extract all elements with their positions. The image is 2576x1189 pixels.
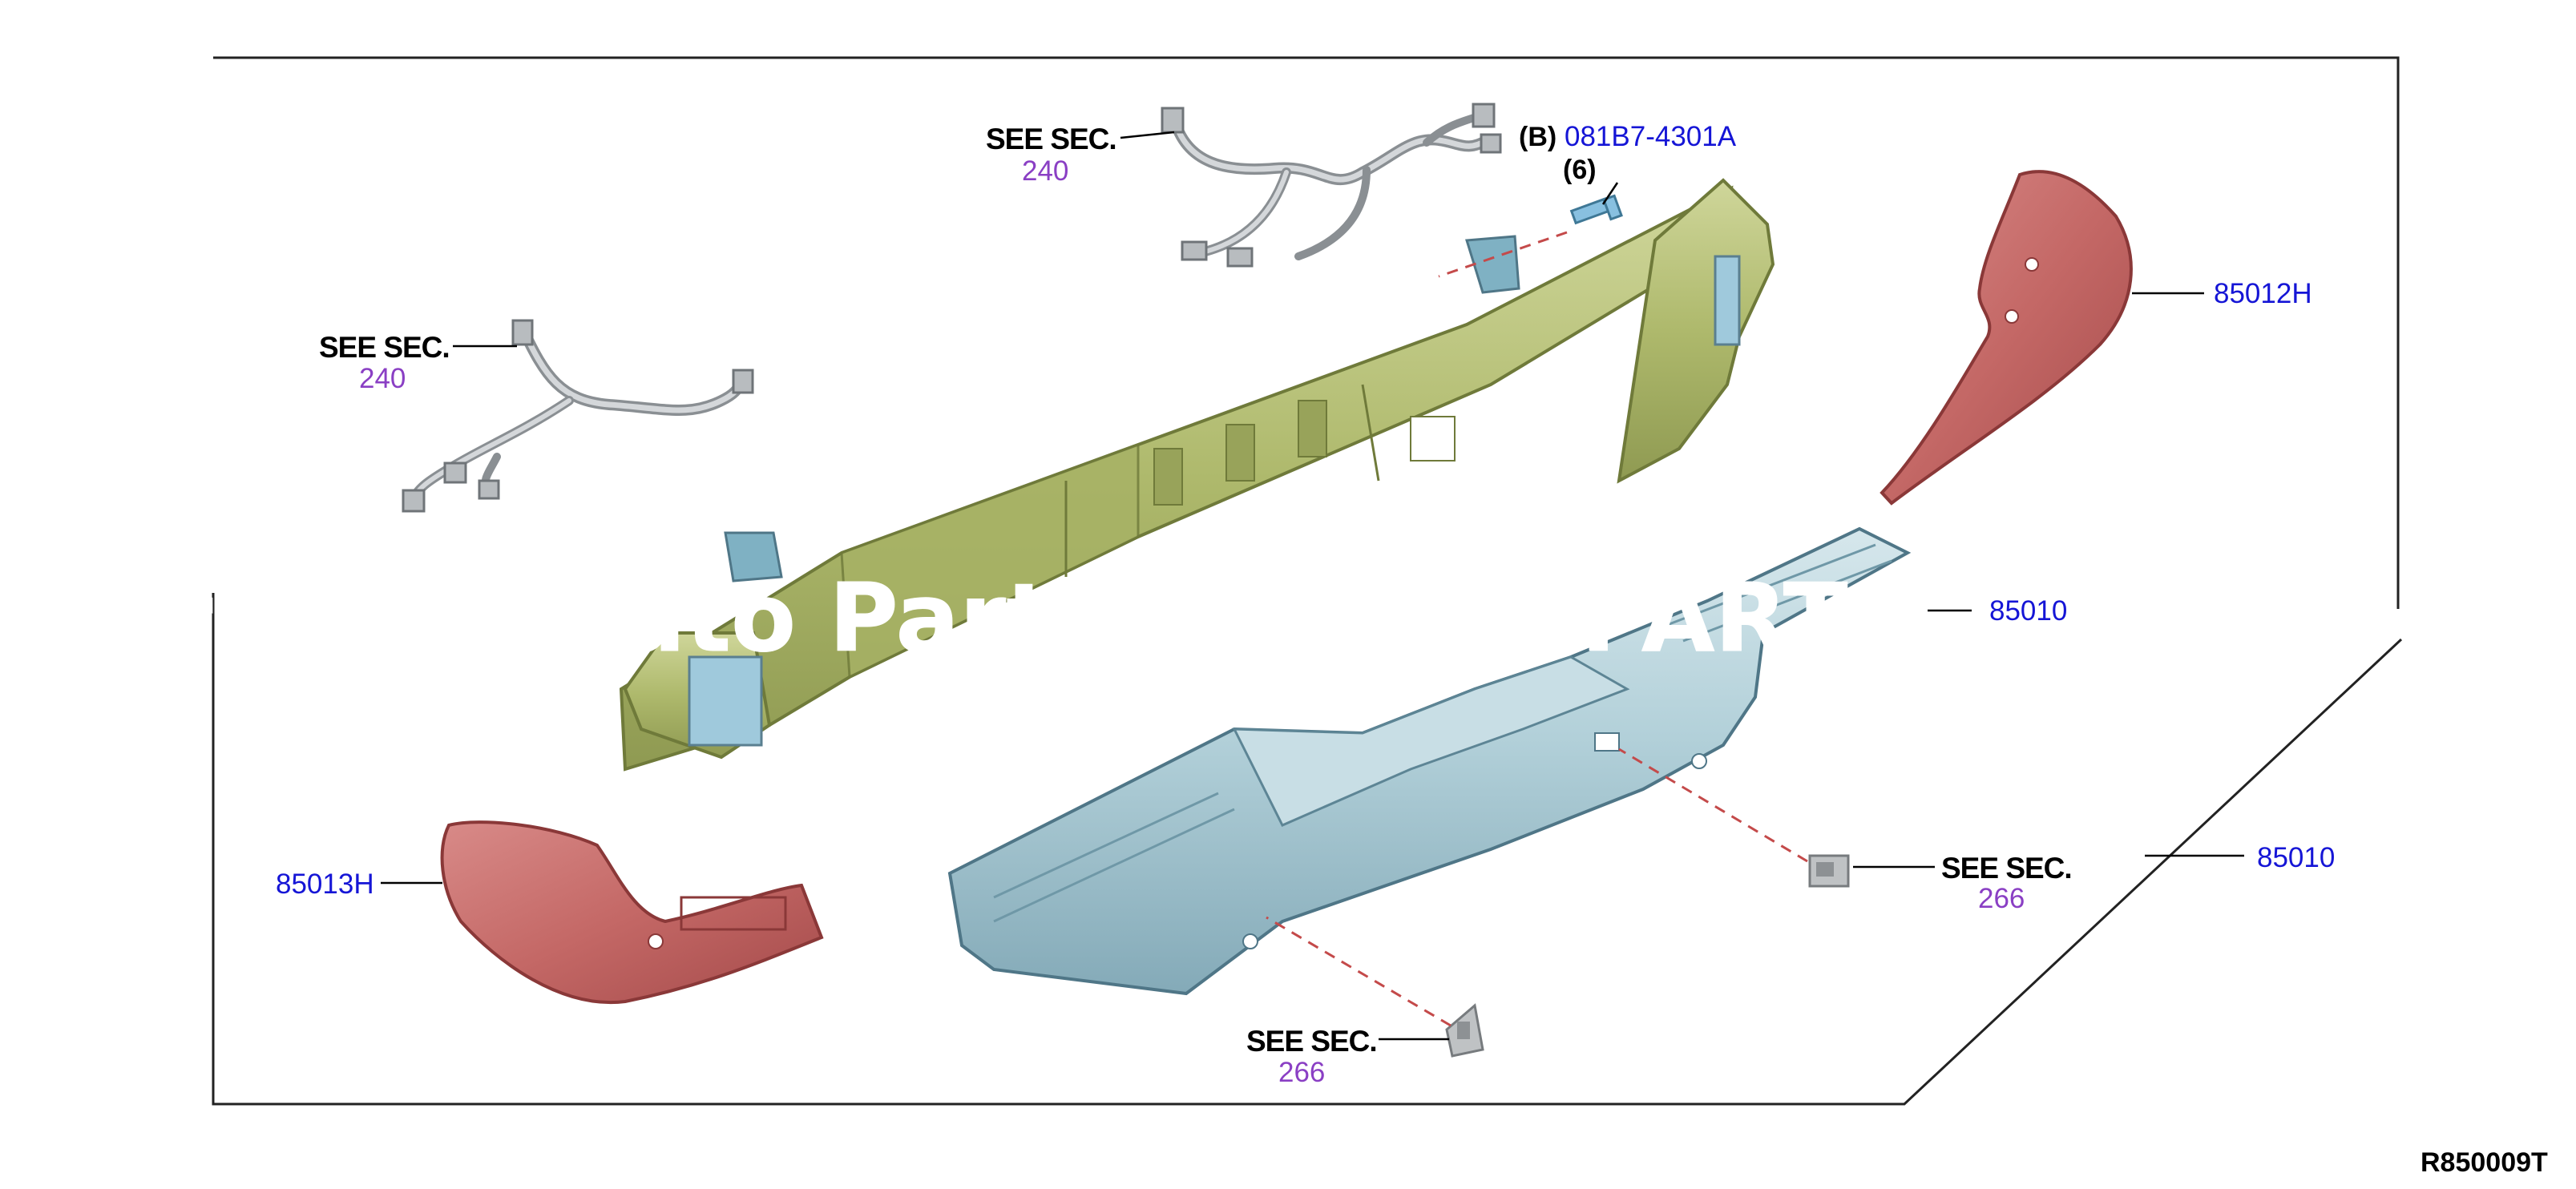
callout-bolt-prefix: (B)	[1519, 122, 1557, 152]
callout-sec-harness-left[interactable]: 240	[359, 363, 406, 394]
callout-part-end-right[interactable]: 85012H	[2214, 278, 2312, 309]
watermark-text: Merchant Auto Parts Catalog PARTS	[8, 562, 1916, 673]
bumper-reinforcement-icon	[619, 178, 1775, 772]
bumper-end-cap-icon	[440, 820, 824, 1005]
diagram-frame-lower	[212, 593, 2403, 1106]
callout-sec-bracket-bottom[interactable]: 266	[1278, 1057, 1325, 1088]
callout-see-sec-harness-top: SEE SEC.	[986, 123, 1116, 155]
diagram-frame	[213, 56, 2400, 609]
callout-sec-bracket-right[interactable]: 266	[1978, 883, 2025, 914]
callout-sec-harness-top[interactable]: 240	[1022, 155, 1068, 187]
callout-see-sec-bracket-bottom: SEE SEC.	[1246, 1025, 1377, 1058]
bracket-direction-line	[1618, 748, 1808, 863]
bracket-direction-line	[1266, 916, 1452, 1027]
leader-line	[1120, 131, 1175, 139]
bumper-end-cap-icon	[1880, 170, 2133, 506]
wire-harness-icon	[1161, 103, 1502, 268]
callout-bolt-part-number[interactable]: 081B7-4301A	[1565, 121, 1737, 152]
leader-line	[1601, 182, 1619, 205]
bracket-icon	[1808, 854, 1850, 888]
wire-harness-icon	[402, 319, 754, 513]
callout-see-sec-harness-left: SEE SEC.	[319, 331, 450, 364]
callout-part-end-left[interactable]: 85013H	[276, 869, 374, 900]
callout-see-sec-bracket-right: SEE SEC.	[1941, 852, 2072, 885]
bracket-icon	[1445, 1003, 1484, 1058]
bolt-icon	[1569, 194, 1623, 225]
callout-part-reinforcement[interactable]: 85010	[1989, 595, 2067, 627]
bolt-direction-line	[1438, 231, 1568, 278]
callout-part-bumper-assy[interactable]: 85010	[2257, 842, 2335, 873]
callout-bolt-quantity: (6)	[1563, 155, 1597, 185]
figure-code: R850009T	[2421, 1147, 2548, 1178]
step-bumper-icon	[947, 526, 1912, 996]
